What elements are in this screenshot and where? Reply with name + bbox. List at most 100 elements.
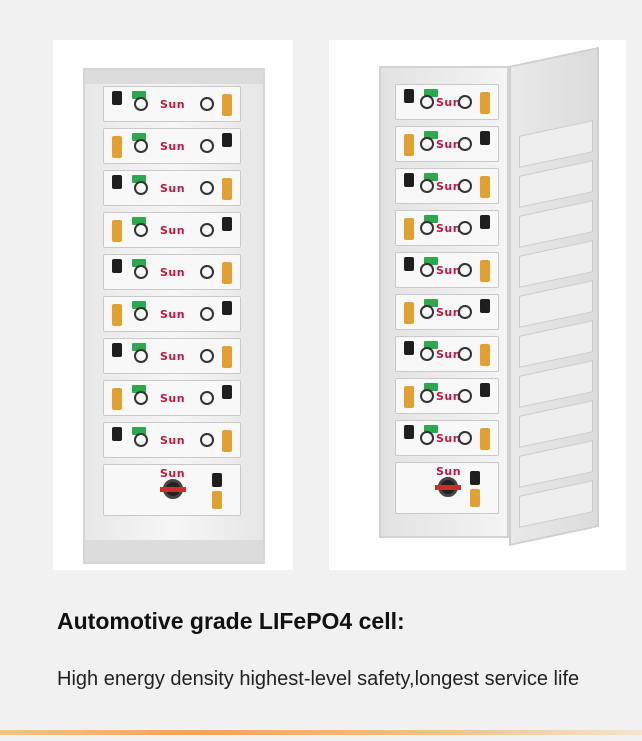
- brand-logo: Sun: [160, 350, 186, 363]
- fan-icon: [458, 221, 472, 235]
- power-connector-icon: [480, 428, 490, 450]
- accent-bar: [0, 730, 642, 735]
- power-connector-icon: [222, 346, 232, 368]
- status-led: [424, 131, 438, 139]
- battery-module: Sun: [395, 210, 499, 246]
- brand-logo: Sun: [436, 465, 462, 478]
- rack-bottom-bar: [85, 540, 263, 562]
- rack-shelf: [519, 280, 593, 328]
- control-module: Sun: [395, 462, 499, 514]
- fan-icon: [134, 181, 148, 195]
- power-connector-icon: [404, 302, 414, 324]
- description-text: High energy density highest-level safety…: [57, 668, 580, 690]
- battery-module: Sun: [395, 252, 499, 288]
- battery-module: Sun: [103, 170, 241, 206]
- fan-icon: [200, 307, 214, 321]
- battery-module: Sun: [395, 420, 499, 456]
- status-led: [424, 173, 438, 181]
- power-connector-icon: [404, 134, 414, 156]
- fan-icon: [458, 263, 472, 277]
- fan-icon: [134, 97, 148, 111]
- power-connector-icon: [480, 176, 490, 198]
- fan-icon: [200, 223, 214, 237]
- power-connector-icon: [480, 131, 490, 145]
- power-connector-icon: [404, 425, 414, 439]
- power-connector-icon: [212, 473, 222, 487]
- fan-icon: [420, 221, 434, 235]
- brand-logo: Sun: [160, 182, 186, 195]
- fan-icon: [134, 349, 148, 363]
- fan-icon: [458, 431, 472, 445]
- power-connector-icon: [480, 299, 490, 313]
- fan-icon: [134, 433, 148, 447]
- brand-logo: Sun: [436, 390, 462, 403]
- power-connector-icon: [222, 217, 232, 231]
- fan-icon: [134, 307, 148, 321]
- battery-module: Sun: [103, 86, 241, 122]
- battery-module: Sun: [395, 378, 499, 414]
- fan-icon: [200, 139, 214, 153]
- status-led: [132, 259, 146, 267]
- status-led: [132, 301, 146, 309]
- power-connector-icon: [222, 262, 232, 284]
- power-connector-icon: [470, 489, 480, 507]
- power-connector-icon: [470, 471, 480, 485]
- power-connector-icon: [112, 91, 122, 105]
- power-connector-icon: [112, 388, 122, 410]
- brand-logo: Sun: [436, 96, 462, 109]
- fan-icon: [134, 391, 148, 405]
- fan-icon: [200, 433, 214, 447]
- brand-logo: Sun: [436, 264, 462, 277]
- status-led: [424, 89, 438, 97]
- battery-module: Sun: [103, 422, 241, 458]
- battery-module: Sun: [395, 126, 499, 162]
- rack-shelf: [519, 160, 593, 208]
- fan-icon: [420, 95, 434, 109]
- brand-logo: Sun: [160, 467, 186, 480]
- status-led: [424, 215, 438, 223]
- brand-logo: Sun: [160, 224, 186, 237]
- brand-logo: Sun: [436, 432, 462, 445]
- power-connector-icon: [222, 178, 232, 200]
- power-connector-icon: [404, 257, 414, 271]
- fan-icon: [420, 431, 434, 445]
- battery-module: Sun: [395, 84, 499, 120]
- brand-logo: Sun: [160, 434, 186, 447]
- brand-logo: Sun: [160, 308, 186, 321]
- power-connector-icon: [112, 175, 122, 189]
- power-connector-icon: [112, 259, 122, 273]
- power-connector-icon: [404, 341, 414, 355]
- brand-logo: Sun: [436, 306, 462, 319]
- battery-module: Sun: [103, 338, 241, 374]
- power-connector-icon: [112, 343, 122, 357]
- status-led: [424, 341, 438, 349]
- power-connector-icon: [480, 344, 490, 366]
- power-connector-icon: [222, 133, 232, 147]
- battery-module: Sun: [395, 336, 499, 372]
- power-connector-icon: [480, 92, 490, 114]
- power-connector-icon: [404, 386, 414, 408]
- brand-logo: Sun: [436, 180, 462, 193]
- brand-logo: Sun: [436, 348, 462, 361]
- fan-icon: [134, 223, 148, 237]
- fan-icon: [200, 391, 214, 405]
- power-connector-icon: [222, 301, 232, 315]
- fan-icon: [458, 179, 472, 193]
- fan-icon: [458, 95, 472, 109]
- rack-shelf: [519, 400, 593, 448]
- rack-side-panel: [509, 46, 599, 547]
- page-title: Automotive grade LIFePO4 cell:: [57, 608, 405, 634]
- brand-logo: Sun: [160, 266, 186, 279]
- battery-module: Sun: [103, 380, 241, 416]
- control-module: Sun: [103, 464, 241, 516]
- power-connector-icon: [222, 385, 232, 399]
- power-connector-icon: [480, 260, 490, 282]
- fan-icon: [420, 137, 434, 151]
- power-connector-icon: [480, 383, 490, 397]
- battery-module: Sun: [103, 128, 241, 164]
- breaker-switch-icon: [435, 477, 461, 497]
- fan-icon: [458, 305, 472, 319]
